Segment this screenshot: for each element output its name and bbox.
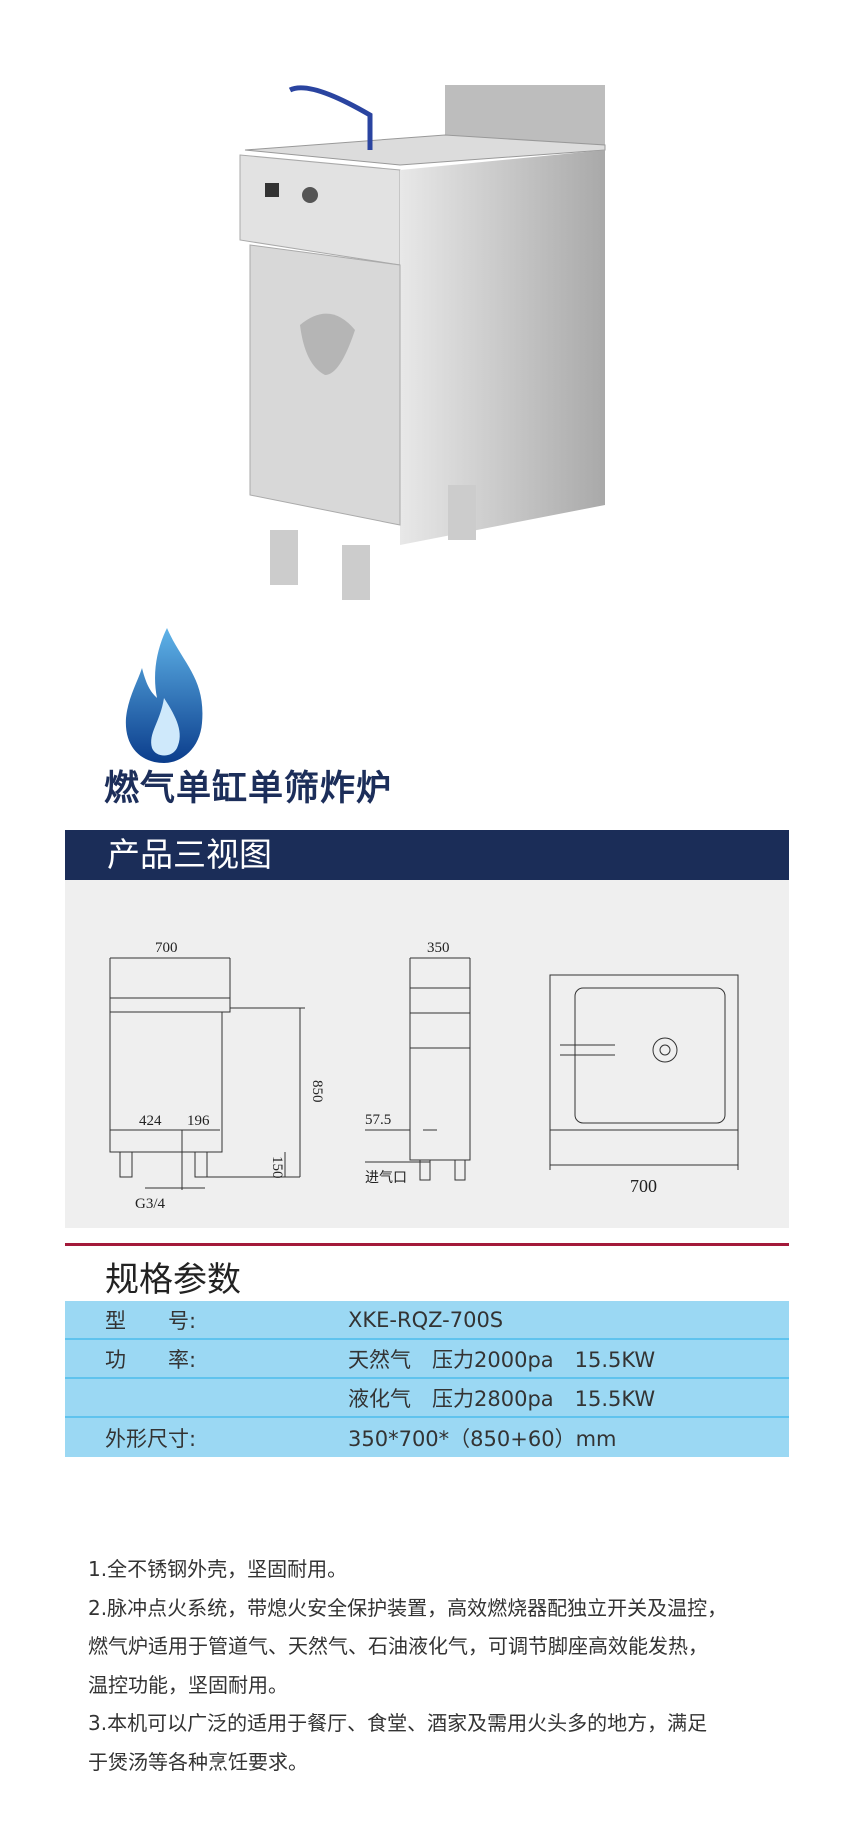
side-inlet-label: G3/4 [135,1196,166,1212]
note-line: 燃气炉适用于管道气、天然气、石油液化气，可调节脚座高效能发热， [88,1634,708,1658]
table-row: 型 号: XKE-RQZ-700S [65,1301,789,1340]
note-line: 温控功能，坚固耐用。 [88,1672,288,1697]
side-leg-label: 150 [269,1156,285,1179]
flame-icon [125,628,203,763]
spec-value: 350*700*（850+60）mm [348,1426,617,1451]
spec-value: 天然气 压力2000pa 15.5KW [348,1347,656,1372]
note-line: 1.全不锈钢外壳，坚固耐用。 [88,1557,348,1581]
front-view: 350 57.5 进气口 [365,940,471,1186]
spec-value: XKE-RQZ-700S [348,1307,504,1332]
table-row: 外形尺寸: 350*700*（850+60）mm [65,1418,789,1457]
front-width-label: 350 [427,940,450,956]
product-title: 燃气单缸单筛炸炉 [104,769,393,809]
note-line: 2.脉冲点火系统，带熄火安全保护装置，高效燃烧器配独立开关及温控， [88,1595,728,1620]
top-width-label: 700 [630,1176,657,1196]
three-view-drawing-panel: 700 424 196 850 150 G3/4 350 57.5 进气口 70… [65,880,789,1228]
table-row: 液化气 压力2800pa 15.5KW [65,1379,789,1418]
specs-heading: 规格参数 [105,1260,241,1300]
product-photo [239,85,606,600]
spec-label: 型 号: [105,1308,197,1333]
note-line: 于煲汤等各种烹饪要求。 [88,1749,308,1774]
front-inlet-label: 进气口 [365,1170,407,1186]
divider [65,1243,789,1246]
views-heading: 产品三视图 [107,835,272,874]
front-offset-label: 57.5 [365,1112,391,1128]
side-height-label: 850 [309,1080,325,1103]
spec-label: 功 率: [105,1347,197,1372]
table-row: 功 率: 天然气 压力2000pa 15.5KW [65,1340,789,1379]
specs-table: 型 号: XKE-RQZ-700S 功 率: 天然气 压力2000pa 15.5KW… [65,1301,789,1457]
side-view: 700 424 196 850 150 G3/4 [109,940,325,1212]
spec-value: 液化气 压力2800pa 15.5KW [348,1386,656,1411]
views-heading-band: 产品三视图 [65,830,789,880]
side-width-label: 700 [155,940,178,956]
top-view: 700 [549,974,739,1196]
side-d1-label: 424 [139,1113,162,1129]
feature-notes: 1.全不锈钢外壳，坚固耐用。 2.脉冲点火系统，带熄火安全保护装置，高效燃烧器配… [88,1550,727,1781]
spec-label: 外形尺寸: [105,1426,197,1451]
three-view-drawing: 700 424 196 850 150 G3/4 350 57.5 进气口 70… [109,940,739,1212]
side-d2-label: 196 [187,1113,210,1129]
note-line: 3.本机可以广泛的适用于餐厅、食堂、酒家及需用火头多的地方，满足 [88,1711,708,1735]
